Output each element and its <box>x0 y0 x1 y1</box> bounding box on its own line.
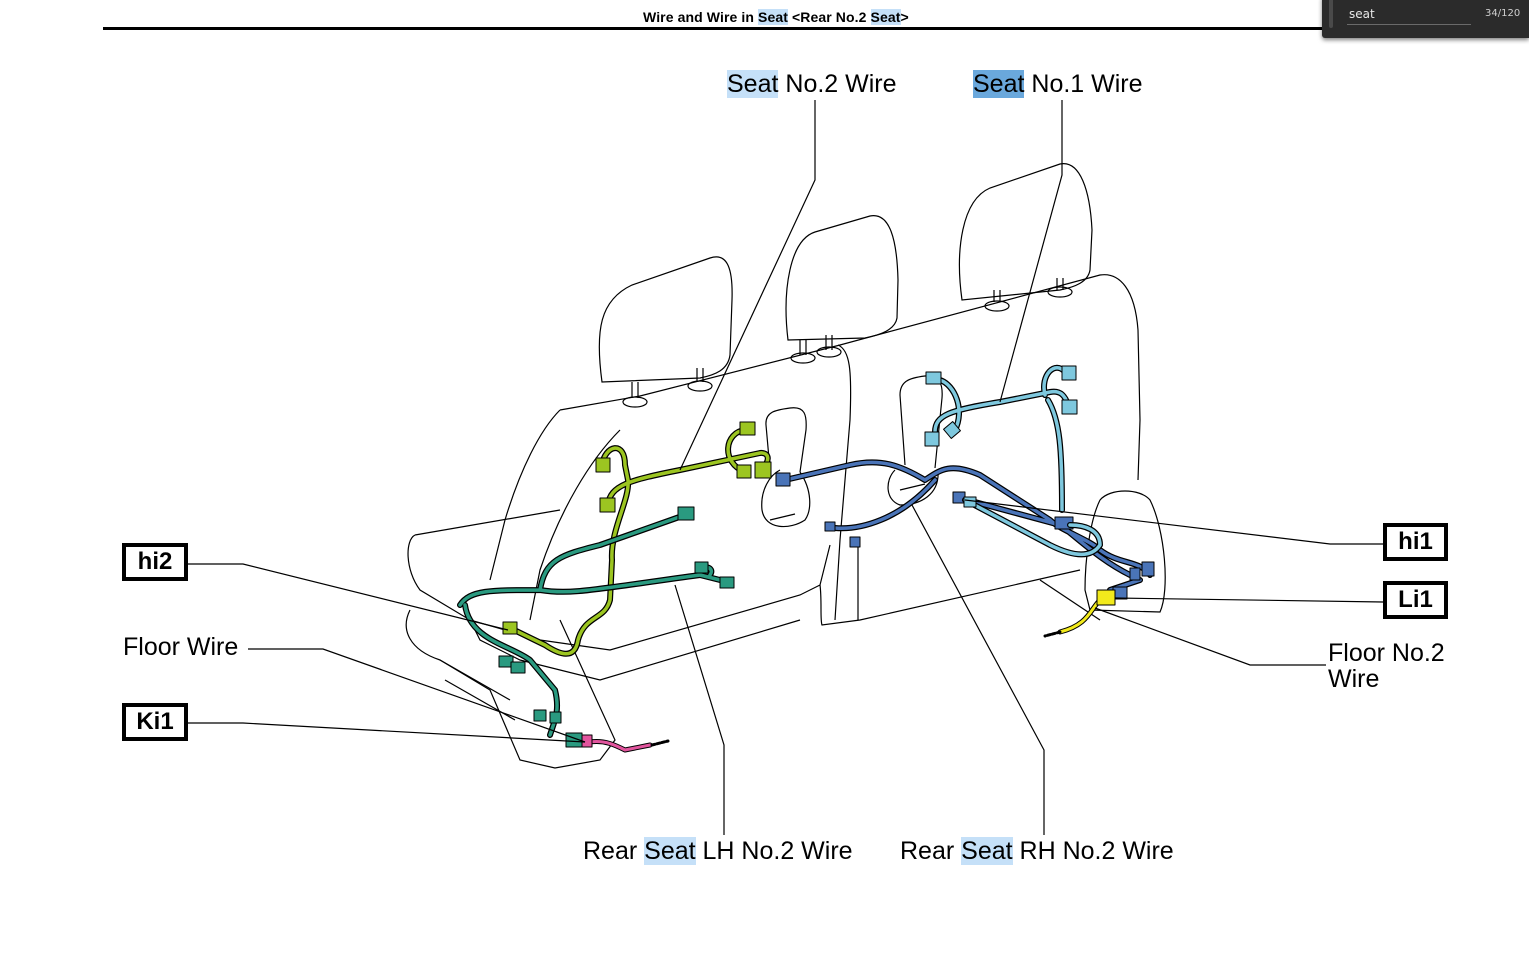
label-text: RH No.2 Wire <box>1012 837 1174 865</box>
search-highlight: Seat <box>644 837 696 865</box>
label-text: Rear <box>900 837 962 865</box>
seatback-top-edge <box>559 274 1141 481</box>
page-title: Wire and Wire in Seat <Rear No.2 Seat> <box>643 9 909 25</box>
headrest-center <box>785 215 899 341</box>
belt-guide-right <box>887 375 943 506</box>
leader-floor-no2-wire <box>1094 607 1326 666</box>
label-line: Wire <box>1328 665 1380 693</box>
leader-rear-seat-rh-no2-wire <box>911 504 1045 835</box>
find-match-count: 34/120 <box>1485 8 1521 19</box>
find-input[interactable] <box>1347 4 1471 25</box>
search-highlight: Seat <box>961 837 1013 865</box>
label-text: Rear <box>583 837 645 865</box>
connector-li1: Li1 <box>1383 581 1448 619</box>
leader-seat-no1-wire <box>999 100 1063 403</box>
seat-outline <box>405 163 1166 769</box>
connector-hi1: hi1 <box>1383 523 1448 561</box>
seat-no2-wire <box>502 421 772 657</box>
leader-seat-no2-wire <box>679 100 816 471</box>
label-seat-no1-wire: Seat No.1 Wire <box>973 70 1143 98</box>
label-seat-no2-wire: Seat No.2 Wire <box>727 70 897 98</box>
belt-guide-left <box>761 407 811 528</box>
title-part: > <box>900 9 909 25</box>
find-bar-drag-handle[interactable] <box>1329 0 1333 28</box>
label-text: No.2 Wire <box>778 70 897 98</box>
rear-seat-lh-no2-wire <box>457 506 735 748</box>
title-divider <box>103 27 1333 30</box>
search-highlight: Seat <box>870 9 901 25</box>
seat-cushion <box>407 534 831 651</box>
label-text: No.1 Wire <box>1024 70 1143 98</box>
seat-no1-wire <box>924 364 1103 558</box>
leader-li1 <box>1114 597 1384 603</box>
leader-lines <box>188 100 1384 835</box>
search-highlight-current: Seat <box>973 70 1025 98</box>
connector-ki1: Ki1 <box>122 703 188 741</box>
search-highlight: Seat <box>727 70 779 98</box>
leader-rear-seat-lh-no2-wire <box>674 584 725 835</box>
title-part: <Rear No.2 <box>788 9 871 25</box>
label-rear-seat-rh-no2-wire: Rear Seat RH No.2 Wire <box>900 837 1174 865</box>
title-part: Wire and Wire in <box>643 9 759 25</box>
leader-hi2 <box>188 563 509 631</box>
leader-hi1 <box>964 499 1383 545</box>
floor-wire <box>581 734 670 753</box>
find-bar: 34/120 <box>1322 0 1529 38</box>
label-line: Floor No.2 <box>1328 639 1445 667</box>
label-floor-no2-wire: Floor No.2 Wire <box>1328 640 1445 692</box>
rear-seat-rh-no2-wire <box>775 459 1155 600</box>
connector-hi2: hi2 <box>122 543 188 581</box>
headrest-left <box>598 256 733 383</box>
label-text: LH No.2 Wire <box>695 837 853 865</box>
floor-no2-wire <box>1043 589 1116 638</box>
wire-harnesses <box>457 364 1155 753</box>
label-rear-seat-lh-no2-wire: Rear Seat LH No.2 Wire <box>583 837 853 865</box>
search-highlight: Seat <box>758 9 789 25</box>
label-floor-wire: Floor Wire <box>123 633 239 661</box>
leader-floor-wire <box>248 648 586 743</box>
leader-ki1 <box>188 722 586 743</box>
headrest-right <box>958 163 1093 301</box>
